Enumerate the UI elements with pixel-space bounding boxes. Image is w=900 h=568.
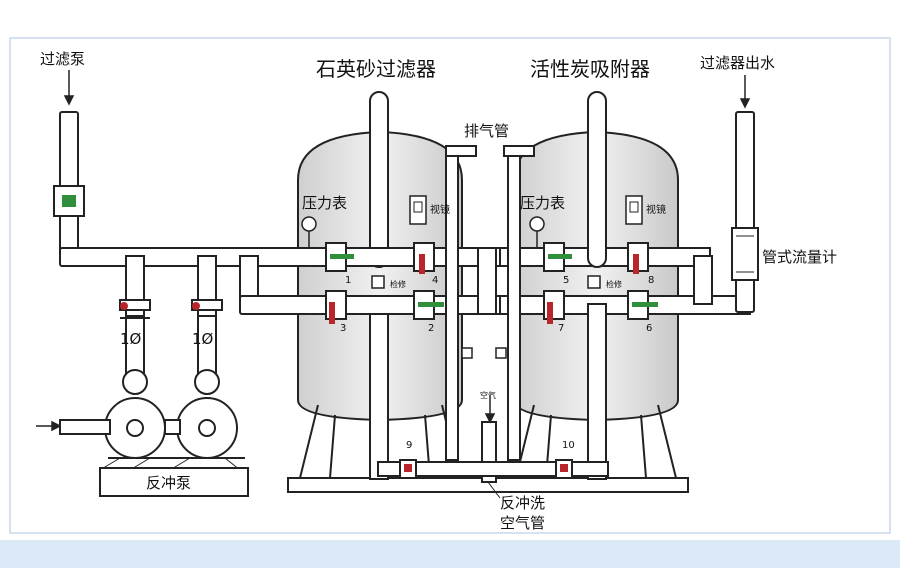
pressure-gauge-left-label: 压力表 [302,194,347,212]
pressure-gauge-left-icon [301,216,317,248]
valve-4[interactable] [413,242,435,274]
filter-pump-label: 过滤泵 [40,50,85,68]
sight-glass-left-icon [409,195,427,225]
valve-number-3: 3 [340,323,346,334]
valve-number-5: 5 [563,275,569,286]
backwash-air-label-line1: 反冲洗 [500,494,545,512]
filter-pump-valve[interactable] [53,185,85,217]
valve-number-10: 10 [562,440,575,451]
valve-10[interactable] [555,459,573,479]
pump-inlet-pipe [59,419,111,435]
exhaust-valve-right[interactable] [495,347,507,359]
sight-glass-right-label: 视镜 [646,203,666,216]
valve-2[interactable] [413,290,444,320]
backwash-pump-label: 反冲泵 [146,474,191,492]
backwash-air-label-line2: 空气管 [500,514,545,532]
valve-number-1: 1 [345,275,351,286]
valve-6[interactable] [627,290,658,320]
filter-outlet-label: 过滤器出水 [700,54,775,72]
sight-glass-left-label: 视镜 [430,203,450,216]
pump-check-symbol-right: 1Ø [192,330,214,348]
tube-flowmeter-icon [731,227,759,281]
valve-number-7: 7 [558,323,564,334]
outer-frame [9,37,891,534]
manhole-left-label: 检修 [390,279,406,289]
valve-number-4: 4 [432,275,438,286]
valve-number-8: 8 [648,275,654,286]
backwash-pump-right [176,299,238,459]
backwash-air-leader [487,481,501,499]
quartz-filter-title: 石英砂过滤器 [316,57,436,81]
backwash-pump-left [104,299,166,459]
valve-7[interactable] [543,290,565,324]
manhole-right-label: 检修 [606,279,622,289]
pressure-gauge-right-label: 压力表 [520,194,565,212]
exhaust-pipe-label: 排气管 [464,122,509,140]
pump-check-symbol-left: 1Ø [120,330,142,348]
valve-1[interactable] [325,242,354,272]
flow-arrows [36,70,751,432]
valve-9[interactable] [399,459,417,479]
pump-link-pipe [164,419,181,435]
valve-3[interactable] [325,290,347,324]
valve-8[interactable] [627,242,649,274]
valve-group[interactable] [325,242,658,479]
manhole-left-icon [371,275,385,289]
exhaust-valve-left[interactable] [461,347,473,359]
pressure-gauge-right-icon [529,216,545,248]
valve-5[interactable] [543,242,572,272]
tube-flowmeter-label: 管式流量计 [762,248,837,266]
air-small-label: 空气 [480,390,496,400]
carbon-filter-title: 活性炭吸附器 [530,57,650,81]
valve-number-9: 9 [406,440,412,451]
sight-glass-right-icon [625,195,643,225]
manhole-right-icon [587,275,601,289]
valve-number-6: 6 [646,323,652,334]
backwash-pump-base [99,457,249,497]
bottom-band [0,540,900,568]
valve-number-2: 2 [428,323,434,334]
